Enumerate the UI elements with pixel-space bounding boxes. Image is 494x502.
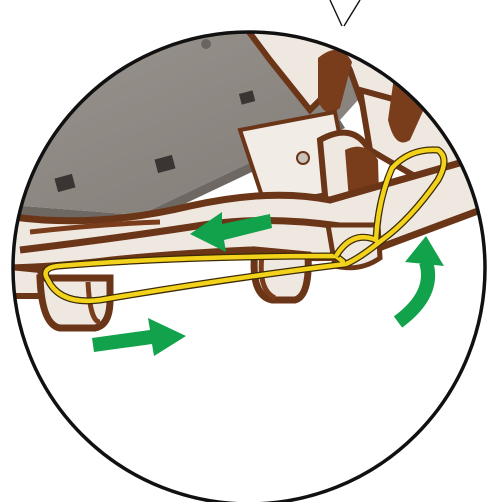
callout-leader-line <box>330 0 360 26</box>
